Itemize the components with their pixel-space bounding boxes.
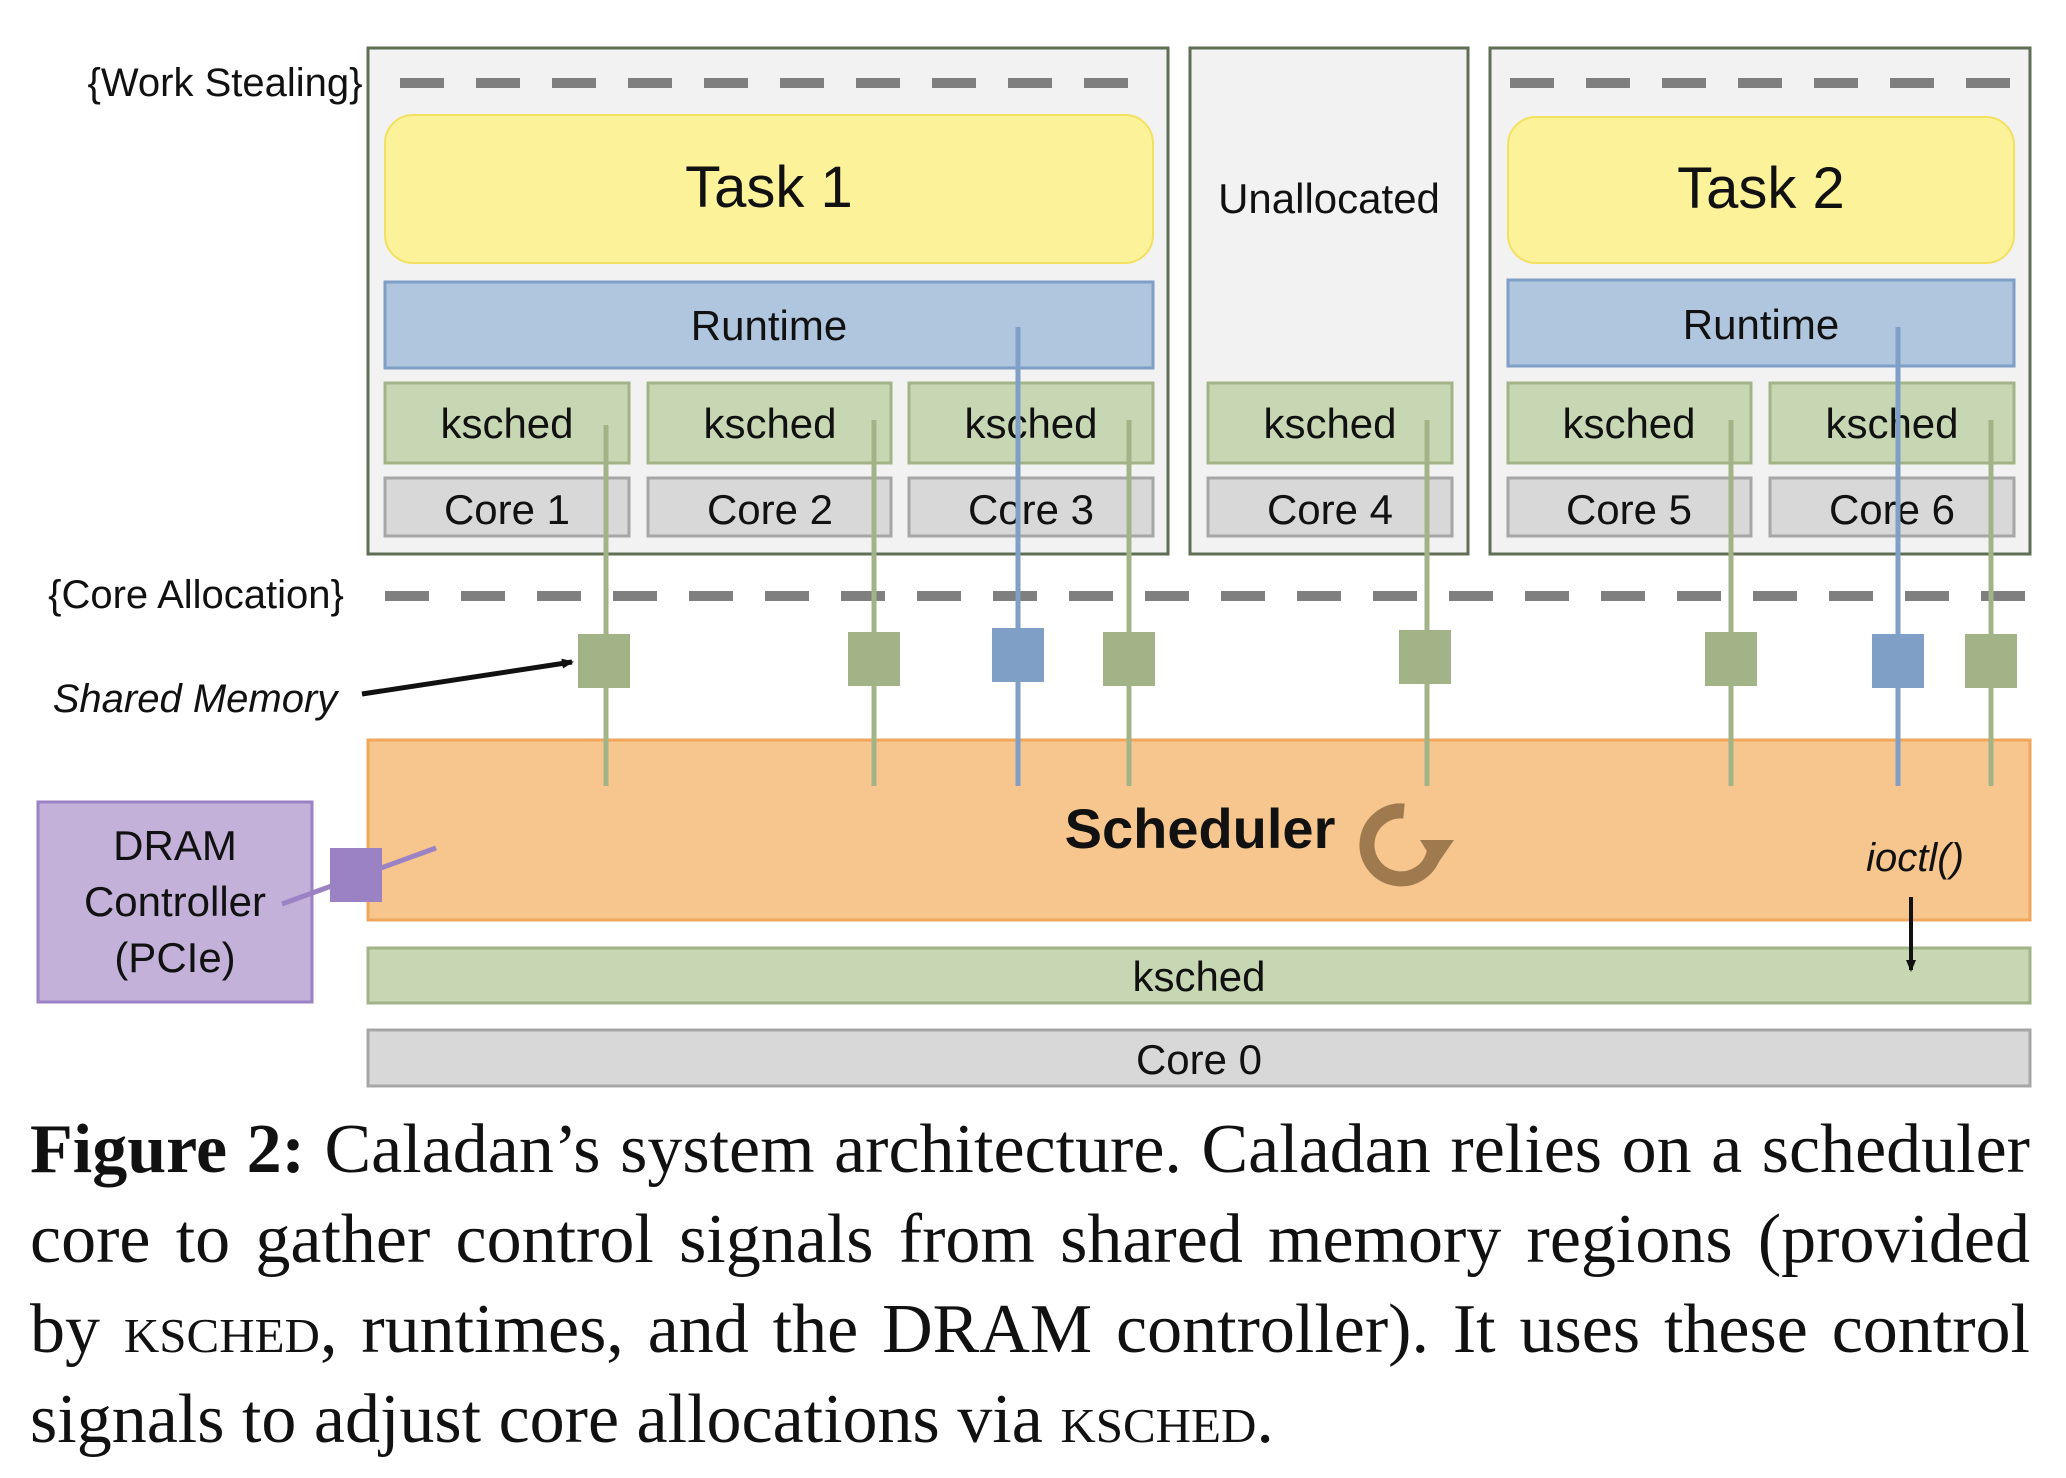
dram-label-line3: (PCIe): [114, 934, 235, 981]
unallocated-label: Unallocated: [1218, 175, 1440, 222]
ksched-box-core4: [1206, 381, 1454, 465]
ksched-box-core3: [907, 381, 1155, 465]
ksched-box-core0: [366, 946, 2032, 1005]
shared-memory-core4: [1399, 630, 1451, 684]
task2-box: [1507, 116, 2015, 264]
scheduler-box: [366, 738, 2032, 922]
ksched-label-core2: ksched: [703, 400, 836, 447]
runtime-box-task2: [1506, 278, 2016, 368]
caption-text-b: , runtimes, and the DRAM controller). It…: [30, 1291, 2030, 1458]
runtime-label-task2: Runtime: [1683, 301, 1839, 348]
figure-caption: Figure 2: Caladan’s system architecture.…: [30, 1105, 2030, 1465]
ksched-label-core3: ksched: [964, 400, 1097, 447]
shared-memory-core6: [1965, 634, 2017, 688]
core-allocation-label: {Core Allocation}: [48, 573, 344, 617]
core-label-4: Core 4: [1267, 486, 1393, 533]
caption-label: Figure 2:: [30, 1111, 305, 1188]
dram-controller-box: [36, 800, 314, 1004]
dram-label-line2: Controller: [84, 878, 266, 925]
unallocated-group: [1188, 46, 1470, 556]
core-label-6: Core 6: [1829, 486, 1955, 533]
ksched-box-core5: [1506, 381, 1753, 465]
ioctl-label: ioctl(): [1866, 836, 1964, 880]
dram-label-line1: DRAM: [113, 822, 237, 869]
core-box-1: [383, 476, 631, 538]
ksched-label-core5: ksched: [1562, 400, 1695, 447]
runtime-box-task1: [383, 280, 1155, 370]
core-box-5: [1506, 476, 1753, 538]
shared-memory-core2: [848, 632, 900, 686]
core-box-2: [646, 476, 893, 538]
core-label-5: Core 5: [1566, 486, 1692, 533]
ksched-box-core1: [383, 381, 631, 465]
core-box-6: [1768, 476, 2016, 538]
ksched-box-core6: [1768, 381, 2016, 465]
runtime-label-task1: Runtime: [691, 302, 847, 349]
shared-memory-arrow: [361, 658, 574, 697]
shared-memory-runtime-task2: [1872, 634, 1924, 688]
core0-box: [366, 1028, 2032, 1088]
task1-box: [384, 114, 1154, 264]
scheduler-label: Scheduler: [1065, 797, 1336, 860]
core-box-4: [1206, 476, 1454, 538]
work-stealing-label: {Work Stealing}: [88, 61, 363, 105]
shared-memory-label: Shared Memory: [53, 677, 341, 721]
ksched-box-core2: [646, 381, 893, 465]
task2-label: Task 2: [1677, 156, 1845, 221]
core0-label: Core 0: [1136, 1036, 1262, 1083]
core-box-3: [907, 476, 1155, 538]
core-label-1: Core 1: [444, 486, 570, 533]
task1-label: Task 1: [685, 155, 853, 220]
shared-memory-runtime-task1: [992, 628, 1044, 682]
ksched-label-core0: ksched: [1132, 953, 1265, 1000]
shared-memory-core1: [578, 634, 630, 688]
shared-memory-core5: [1705, 632, 1757, 686]
shared-memory-dram: [330, 848, 382, 902]
core-label-3: Core 3: [968, 486, 1094, 533]
ksched-label-core6: ksched: [1825, 400, 1958, 447]
caption-ksched-a: ksched: [123, 1291, 320, 1368]
refresh-icon: [1359, 803, 1454, 887]
ksched-label-core1: ksched: [440, 400, 573, 447]
caption-text-a: Caladan’s system architecture. Caladan r…: [30, 1111, 2030, 1368]
caption-text-c: .: [1256, 1381, 1274, 1458]
ksched-label-core4: ksched: [1263, 400, 1396, 447]
shared-memory-core3: [1103, 632, 1155, 686]
caption-ksched-b: ksched: [1060, 1381, 1257, 1458]
core-label-2: Core 2: [707, 486, 833, 533]
